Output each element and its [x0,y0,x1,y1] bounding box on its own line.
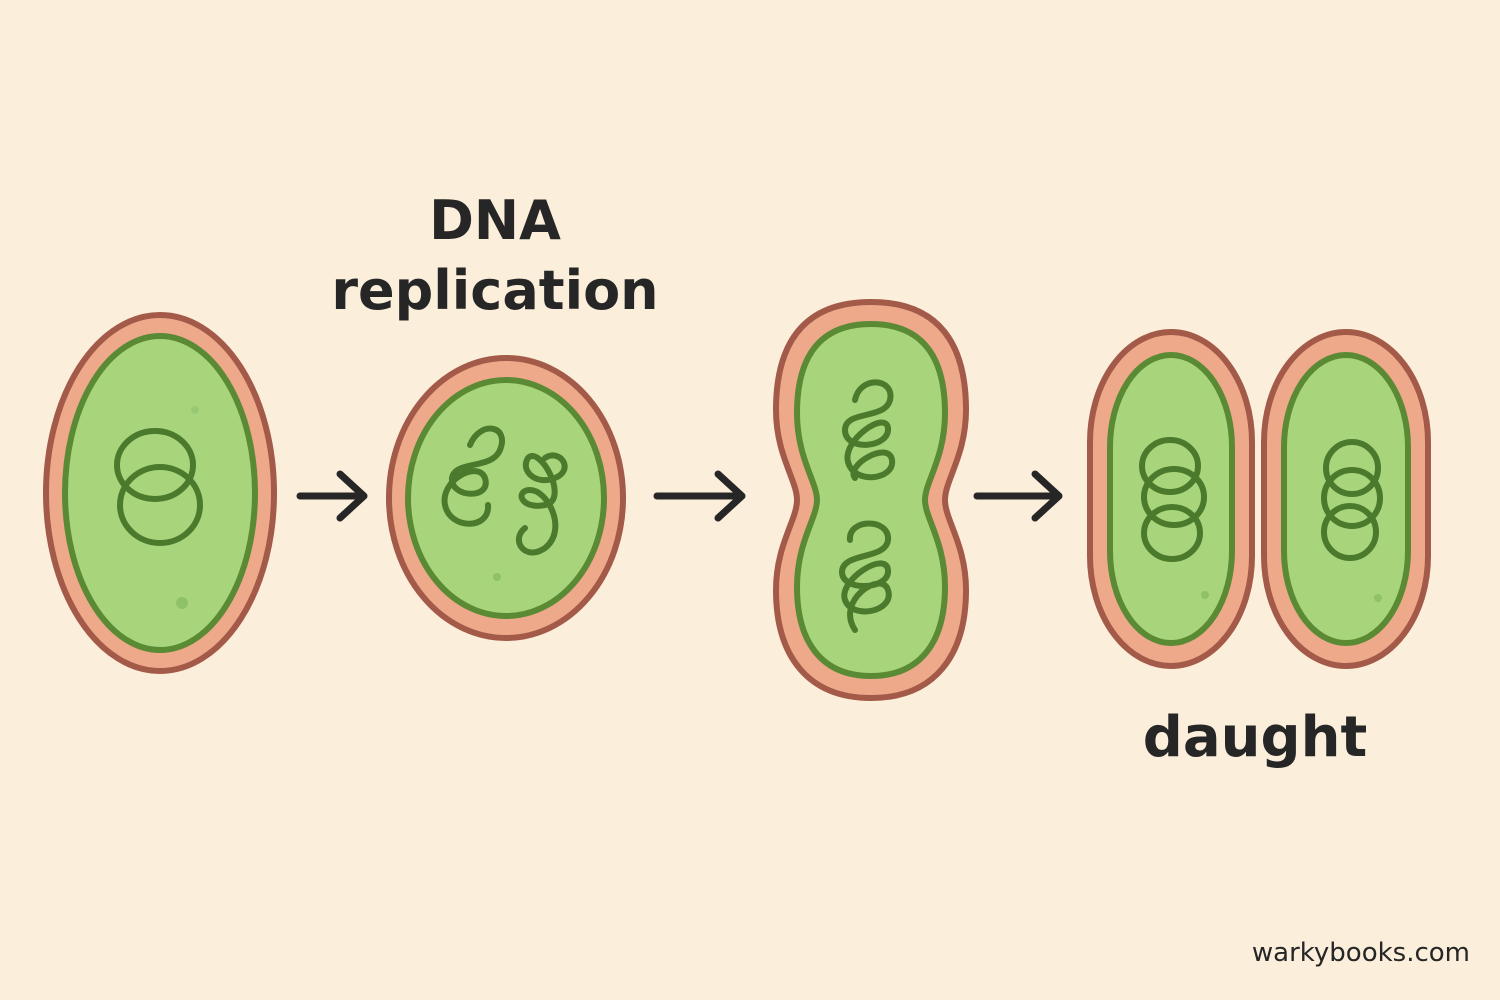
arrow-right-icon [653,470,746,522]
arrow-right-icon [973,470,1063,522]
daughter-cell-right [1261,329,1431,669]
dna-replication-label-line2: replication [331,259,659,322]
dna-replication-label-line1: DNA [429,189,561,252]
dna-circular-chromosome [1321,439,1383,561]
watermark-text: warkybooks.com [1251,938,1470,968]
cytoplasm-granule [493,573,501,581]
cytoplasm-granule [1374,594,1382,602]
cytoplasm [405,377,607,619]
dna-circular-chromosome [114,428,203,546]
dna-replicated-left [441,425,505,527]
cytoplasm-granule [176,597,188,609]
dna-circular-chromosome [1139,437,1207,562]
dna-lower [838,520,892,633]
dna-replicated-right [516,452,568,556]
stage-3-cell [772,298,970,702]
dna-replication-label: DNA replication [300,186,690,326]
cytoplasm [62,333,258,653]
cytoplasm-granule [191,406,199,414]
cytoplasm [793,320,949,680]
dna-upper [841,379,896,481]
cytoplasm [1107,352,1235,646]
cytoplasm [1281,352,1411,646]
cytoplasm-granule [1201,591,1209,599]
arrow-right-icon [296,470,368,522]
stage-1-cell [43,312,277,674]
stage-2-cell [386,355,626,641]
daughter-cell-left [1087,329,1255,669]
daughter-cells-label: daught [1142,705,1368,770]
